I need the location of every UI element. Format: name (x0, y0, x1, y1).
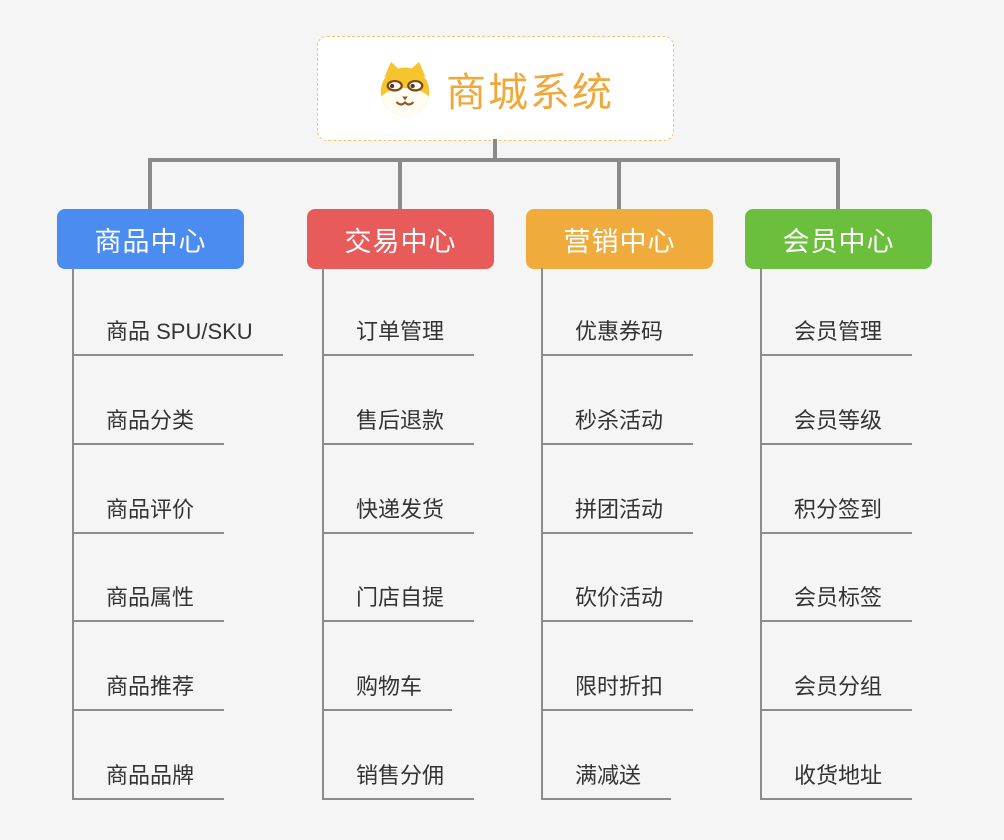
branch-trunk (322, 268, 324, 800)
leaf-node[interactable]: 会员分组 (760, 673, 913, 711)
leaf-node[interactable]: 限时折扣 (541, 673, 694, 711)
connector-drop (617, 160, 621, 210)
leaf-node[interactable]: 快递发货 (322, 496, 475, 534)
root-node[interactable]: 商城系统 (317, 36, 674, 141)
leaf-node[interactable]: 商品分类 (72, 407, 225, 445)
branch-trunk (72, 268, 74, 800)
leaf-node[interactable]: 优惠券码 (541, 318, 694, 356)
leaf-node[interactable]: 收货地址 (760, 762, 913, 800)
connector-bus (148, 158, 840, 162)
leaf-node[interactable]: 砍价活动 (541, 584, 694, 622)
leaf-node[interactable]: 商品属性 (72, 584, 225, 622)
leaf-node[interactable]: 积分签到 (760, 496, 913, 534)
leaf-node[interactable]: 商品 SPU/SKU (72, 318, 283, 356)
connector-drop (836, 160, 840, 210)
leaf-node[interactable]: 满减送 (541, 762, 672, 800)
leaf-node[interactable]: 商品评价 (72, 496, 225, 534)
leaf-node[interactable]: 商品品牌 (72, 762, 225, 800)
leaf-node[interactable]: 会员管理 (760, 318, 913, 356)
leaf-node[interactable]: 购物车 (322, 673, 453, 711)
leaf-node[interactable]: 拼团活动 (541, 496, 694, 534)
dog-face-icon (377, 61, 433, 117)
leaf-node[interactable]: 会员等级 (760, 407, 913, 445)
branch-header-member-center[interactable]: 会员中心 (745, 209, 932, 269)
branch-header-trade-center[interactable]: 交易中心 (307, 209, 494, 269)
connector-drop (148, 160, 152, 210)
leaf-node[interactable]: 订单管理 (322, 318, 475, 356)
leaf-node[interactable]: 会员标签 (760, 584, 913, 622)
branch-header-marketing-center[interactable]: 营销中心 (526, 209, 713, 269)
leaf-node[interactable]: 销售分佣 (322, 762, 475, 800)
leaf-node[interactable]: 售后退款 (322, 407, 475, 445)
connector-root-stem (493, 139, 497, 161)
branch-trunk (760, 268, 762, 800)
branch-trunk (541, 268, 543, 800)
connector-drop (398, 160, 402, 210)
leaf-node[interactable]: 商品推荐 (72, 673, 225, 711)
leaf-node[interactable]: 秒杀活动 (541, 407, 694, 445)
root-title: 商城系统 (446, 70, 614, 115)
leaf-node[interactable]: 门店自提 (322, 584, 475, 622)
branch-header-product-center[interactable]: 商品中心 (57, 209, 244, 269)
